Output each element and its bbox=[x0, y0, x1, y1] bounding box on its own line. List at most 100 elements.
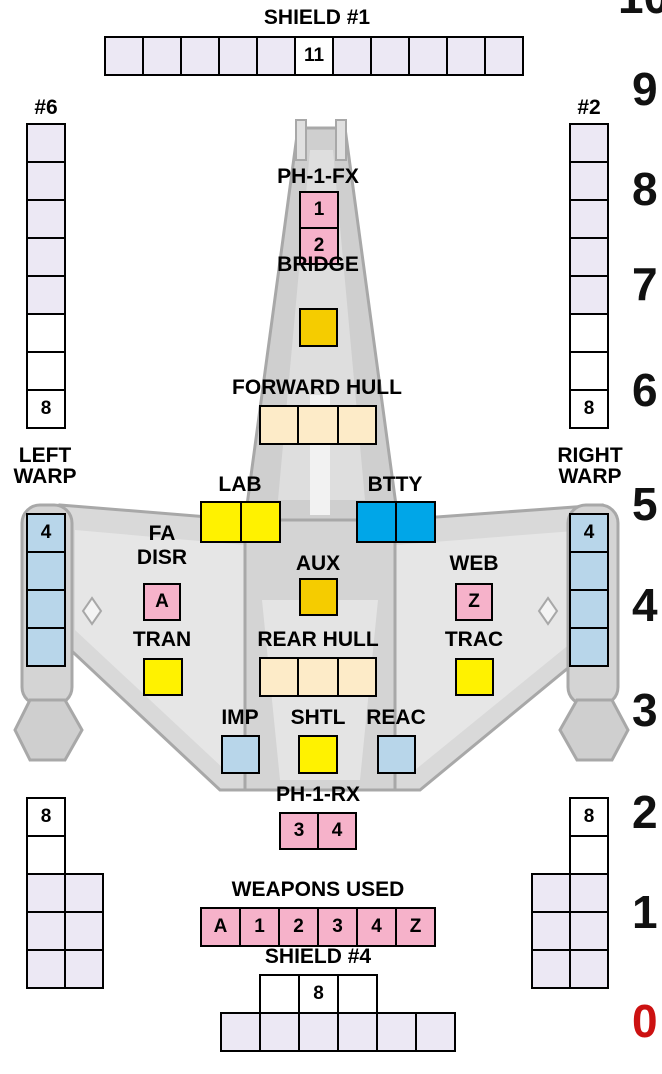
trac-box[interactable] bbox=[455, 658, 494, 696]
forward-hull-box[interactable] bbox=[337, 405, 377, 445]
forward-hull-box[interactable] bbox=[259, 405, 299, 445]
track-number: 8 bbox=[632, 162, 658, 216]
shield-1-box[interactable] bbox=[446, 36, 486, 76]
shield-2-box[interactable] bbox=[569, 351, 609, 391]
shield-2-box[interactable]: 8 bbox=[569, 389, 609, 429]
left-warp-box[interactable] bbox=[26, 627, 66, 667]
shield-3-box[interactable] bbox=[531, 873, 571, 913]
left-warp-box[interactable] bbox=[26, 589, 66, 629]
track-number: 6 bbox=[632, 363, 658, 417]
shield-3-box[interactable] bbox=[531, 911, 571, 951]
shield-2-box[interactable] bbox=[569, 275, 609, 315]
shield-1-box[interactable] bbox=[256, 36, 296, 76]
weapons-used-box[interactable]: Z bbox=[395, 907, 436, 947]
fa-disr-box[interactable]: A bbox=[143, 583, 181, 621]
trac-label: TRAC bbox=[445, 628, 503, 652]
ph-1-rx-box-3[interactable]: 3 bbox=[279, 812, 319, 850]
tran-box[interactable] bbox=[143, 658, 183, 696]
imp-label: IMP bbox=[221, 706, 258, 730]
tran-label: TRAN bbox=[133, 628, 191, 652]
shield-1-box[interactable] bbox=[332, 36, 372, 76]
rear-hull-box[interactable] bbox=[259, 657, 299, 697]
shield-3-box[interactable] bbox=[569, 835, 609, 875]
left-warp-box[interactable] bbox=[26, 551, 66, 591]
weapons-used-box[interactable]: 2 bbox=[278, 907, 319, 947]
shield-4-box[interactable] bbox=[415, 1012, 456, 1052]
left-warp-label: LEFT WARP bbox=[14, 445, 77, 487]
shield-4-box[interactable]: 8 bbox=[298, 974, 339, 1014]
lab-box[interactable] bbox=[240, 501, 281, 543]
shield-6-box[interactable] bbox=[26, 313, 66, 353]
shield-4-label: SHIELD #4 bbox=[265, 945, 371, 969]
lab-box[interactable] bbox=[200, 501, 242, 543]
weapons-used-box[interactable]: 4 bbox=[356, 907, 397, 947]
shield-2-box[interactable] bbox=[569, 313, 609, 353]
shield-1-box[interactable] bbox=[484, 36, 524, 76]
shield-1-box[interactable] bbox=[218, 36, 258, 76]
shield-5-box[interactable] bbox=[64, 911, 104, 951]
web-box[interactable]: Z bbox=[455, 583, 493, 621]
bridge-box[interactable] bbox=[299, 308, 338, 347]
ph-1-rx-box-4[interactable]: 4 bbox=[317, 812, 357, 850]
rear-hull-label: REAR HULL bbox=[257, 628, 378, 652]
shield-5-box[interactable] bbox=[26, 835, 66, 875]
ph-1-fx-box-1[interactable]: 1 bbox=[299, 191, 339, 229]
shield-5-box[interactable] bbox=[26, 911, 66, 951]
shield-4-box[interactable] bbox=[259, 974, 300, 1014]
rear-hull-box[interactable] bbox=[297, 657, 339, 697]
shield-2-box[interactable] bbox=[569, 161, 609, 201]
shield-5-box[interactable] bbox=[64, 949, 104, 989]
right-warp-box[interactable]: 4 bbox=[569, 513, 609, 553]
shield-1-box[interactable]: 11 bbox=[294, 36, 334, 76]
rear-hull-box[interactable] bbox=[337, 657, 377, 697]
shield-4-box[interactable] bbox=[337, 1012, 378, 1052]
left-warp-box[interactable]: 4 bbox=[26, 513, 66, 553]
shield-6-box[interactable] bbox=[26, 351, 66, 391]
shield-4-box[interactable] bbox=[298, 1012, 339, 1052]
shield-4-box[interactable] bbox=[376, 1012, 417, 1052]
shield-2-box[interactable] bbox=[569, 199, 609, 239]
reac-box[interactable] bbox=[377, 735, 416, 774]
weapons-used-box[interactable]: 3 bbox=[317, 907, 358, 947]
shield-1-box[interactable] bbox=[180, 36, 220, 76]
btty-box[interactable] bbox=[356, 501, 397, 543]
right-warp-box[interactable] bbox=[569, 551, 609, 591]
shield-2-box[interactable] bbox=[569, 123, 609, 163]
shield-6-box[interactable] bbox=[26, 199, 66, 239]
shield-3-box[interactable]: 8 bbox=[569, 797, 609, 837]
shield-6-box[interactable]: 8 bbox=[26, 389, 66, 429]
right-warp-box[interactable] bbox=[569, 627, 609, 667]
shield-5-box[interactable] bbox=[64, 873, 104, 913]
shield-6-label: #6 bbox=[34, 96, 57, 120]
shield-3-box[interactable] bbox=[569, 873, 609, 913]
shield-5-box[interactable] bbox=[26, 949, 66, 989]
shield-1-box[interactable] bbox=[370, 36, 410, 76]
shield-2-box[interactable] bbox=[569, 237, 609, 277]
shield-1-box[interactable] bbox=[142, 36, 182, 76]
btty-box[interactable] bbox=[395, 501, 436, 543]
shield-3-box[interactable] bbox=[531, 949, 571, 989]
right-warp-box[interactable] bbox=[569, 589, 609, 629]
shield-6-box[interactable] bbox=[26, 275, 66, 315]
shield-1-box[interactable] bbox=[104, 36, 144, 76]
shield-6-box[interactable] bbox=[26, 237, 66, 277]
shield-6-box[interactable] bbox=[26, 123, 66, 163]
imp-box[interactable] bbox=[221, 735, 260, 774]
fa-disr-label: FA DISR bbox=[137, 522, 187, 570]
shield-3-box[interactable] bbox=[569, 911, 609, 951]
track-number: 1 bbox=[632, 885, 658, 939]
shield-4-box[interactable] bbox=[337, 974, 378, 1014]
shield-5-box[interactable]: 8 bbox=[26, 797, 66, 837]
shtl-box[interactable] bbox=[298, 735, 338, 774]
shield-1-box[interactable] bbox=[408, 36, 448, 76]
shield-6-box[interactable] bbox=[26, 161, 66, 201]
shield-5-box[interactable] bbox=[26, 873, 66, 913]
aux-box[interactable] bbox=[299, 578, 338, 616]
shield-3-box[interactable] bbox=[569, 949, 609, 989]
forward-hull-box[interactable] bbox=[297, 405, 339, 445]
weapons-used-box[interactable]: A bbox=[200, 907, 241, 947]
shield-4-box[interactable] bbox=[259, 1012, 300, 1052]
left-warp-label-line-2: WARP bbox=[14, 466, 77, 487]
shield-4-box[interactable] bbox=[220, 1012, 261, 1052]
weapons-used-box[interactable]: 1 bbox=[239, 907, 280, 947]
